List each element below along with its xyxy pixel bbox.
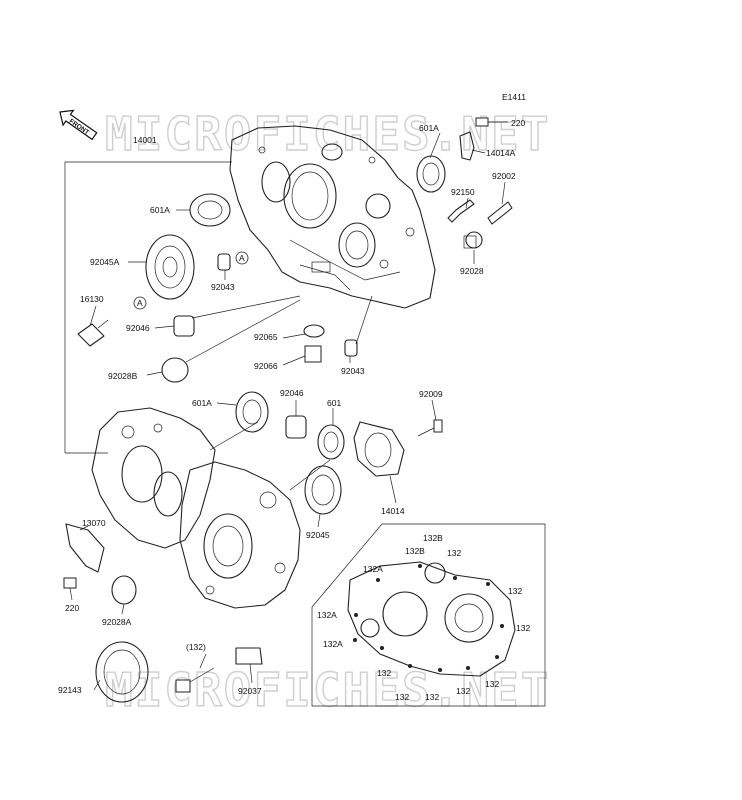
label-132b-1: 132B: [423, 533, 443, 543]
bearing-601a-left: [189, 193, 231, 227]
label-132-6: 132: [425, 692, 439, 702]
label-92065: 92065: [254, 332, 278, 342]
gasket-14014: [353, 421, 405, 477]
bolt-92009: [417, 419, 443, 437]
pin-92043-a: [217, 253, 231, 271]
plug-92002: [487, 201, 513, 225]
label-601: 601: [327, 398, 341, 408]
ref-circle-a2: A: [133, 296, 147, 310]
seal-92028a: [111, 575, 137, 605]
label-92045: 92045: [306, 530, 330, 540]
diagram-code: E1411: [502, 92, 526, 102]
label-92046-b: 92046: [280, 388, 304, 398]
pin-92043-b: [344, 339, 358, 357]
label-92143: 92143: [58, 685, 82, 695]
ref-a1-label: A: [239, 253, 245, 263]
label-220-top: 220: [511, 118, 525, 128]
bearing-601a-mid: [235, 391, 269, 433]
crankcase-upper-half: [229, 125, 436, 309]
label-92150: 92150: [451, 187, 475, 197]
label-132-1: 132: [447, 548, 461, 558]
label-92066: 92066: [254, 361, 278, 371]
label-14014a: 14014A: [486, 148, 516, 158]
label-132a-3: 132A: [323, 639, 343, 649]
label-92028a: 92028A: [102, 617, 132, 627]
label-132a-2: 132A: [317, 610, 337, 620]
clamp-92037: [235, 647, 263, 665]
label-132-8: 132: [485, 679, 499, 689]
label-92028b: 92028B: [108, 371, 138, 381]
ref-circle-a1: A: [235, 251, 249, 265]
label-92028: 92028: [460, 266, 484, 276]
label-13070: 13070: [82, 518, 106, 528]
bearing-601: [317, 424, 345, 460]
label-14001: 14001: [133, 135, 157, 145]
pin-92150: [447, 199, 475, 223]
watermark-top: MICROFICHES.NET: [105, 107, 550, 161]
label-92045a: 92045A: [90, 257, 120, 267]
collar-92028: [463, 231, 483, 249]
collar-92046-a: [173, 315, 195, 337]
label-132-5: 132: [395, 692, 409, 702]
label-601a-top: 601A: [419, 123, 439, 133]
label-14014: 14014: [381, 506, 405, 516]
label-92037: 92037: [238, 686, 262, 696]
label-132-3: 132: [516, 623, 530, 633]
plug-16130: [77, 319, 109, 347]
label-601a-left: 601A: [150, 205, 170, 215]
label-92043-b: 92043: [341, 366, 365, 376]
label-132-7: 132: [456, 686, 470, 696]
bearing-92045: [304, 465, 342, 515]
bolt-132: [175, 667, 215, 693]
label-92009: 92009: [419, 389, 443, 399]
label-132-paren: (132): [186, 642, 206, 652]
crankcase-lower-right-half: [179, 461, 301, 609]
label-601a-mid: 601A: [192, 398, 212, 408]
watermark-bottom: MICROFICHES.NET: [105, 663, 550, 717]
label-92043-a: 92043: [211, 282, 235, 292]
seal-92143: [95, 641, 149, 703]
bearing-92045a: [145, 234, 195, 300]
leader-lines: [69, 121, 508, 691]
label-132a-1: 132A: [363, 564, 383, 574]
label-132-4: 132: [377, 668, 391, 678]
collar-92046-b: [285, 415, 307, 439]
washer-92065: [303, 324, 325, 338]
bearing-601a-top: [416, 155, 446, 193]
leader-14001: [64, 161, 232, 454]
ref-a2-label: A: [137, 298, 143, 308]
label-220-bottom: 220: [65, 603, 79, 613]
label-92002: 92002: [492, 171, 516, 181]
label-92046-a: 92046: [126, 323, 150, 333]
label-16130: 16130: [80, 294, 104, 304]
bracket-13070: [65, 523, 105, 573]
bracket-14014a: [459, 131, 475, 161]
gasket-detail-box: [311, 523, 546, 707]
label-132b-2: 132B: [405, 546, 425, 556]
part-labels: 601A 220 14014A 92150 92002 92028 601A 9…: [58, 118, 530, 702]
label-132-2: 132: [508, 586, 522, 596]
collar-92028b: [161, 357, 189, 383]
front-arrow-icon: FRONT: [59, 109, 98, 141]
bolt-220-bottom: [63, 577, 77, 589]
bolt-92066: [304, 345, 322, 363]
crankcase-lower-left-half: [91, 407, 216, 549]
